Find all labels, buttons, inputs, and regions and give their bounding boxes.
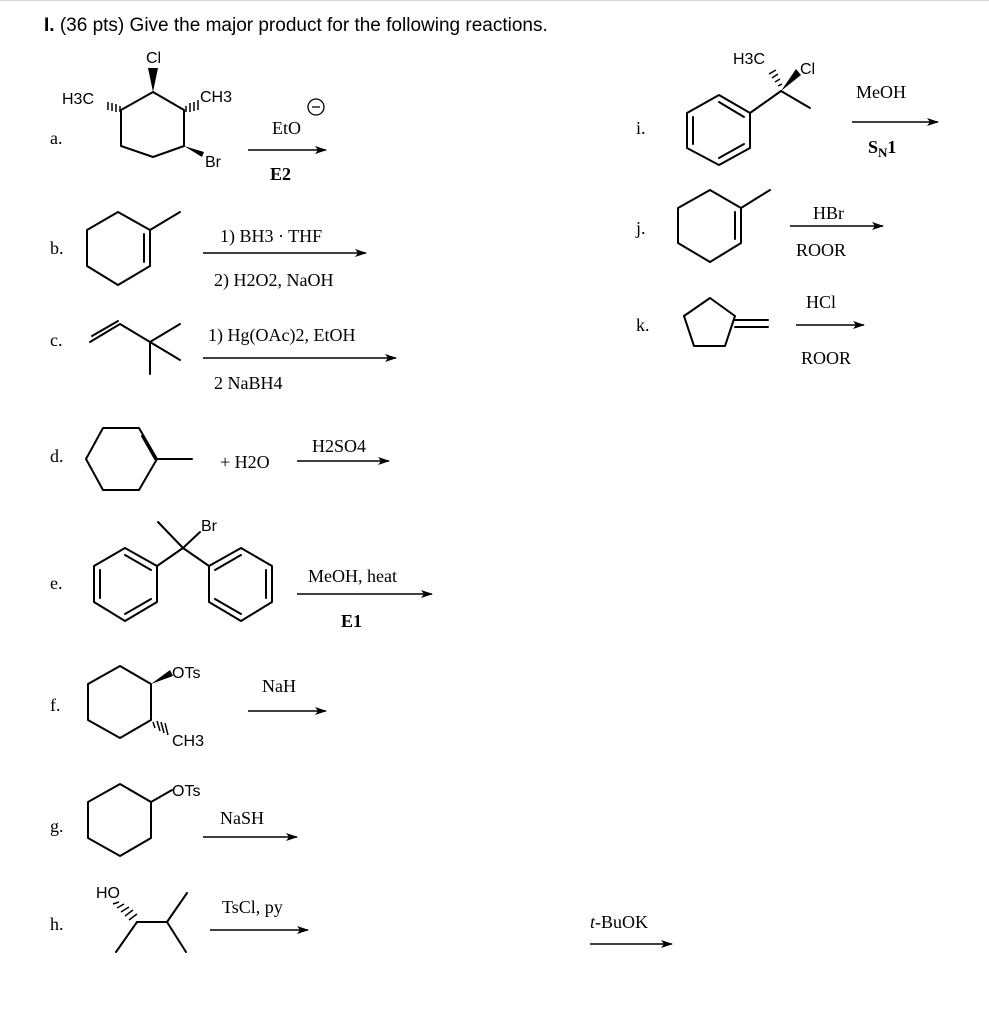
question-text: (36 pts) Give the major product for the … — [59, 15, 548, 36]
tbutyl-bond-1 — [149, 323, 181, 343]
hash-bond-oh-h — [112, 901, 138, 921]
reaction-b: b. 1) BH3 · THF 2) H2O2, NaOH — [50, 211, 367, 291]
plus-water-d: + H2O — [220, 452, 270, 472]
hash-bond-h3c — [107, 102, 121, 112]
sub-h3c-i: H3C — [733, 51, 765, 68]
cyclohexane-ring-f — [87, 665, 152, 739]
cyclohexane-ring-a — [120, 91, 185, 158]
reaction-e: e. Br MeOH, heat E1 — [50, 518, 433, 631]
label-f: f. — [50, 695, 61, 715]
br-bond-e — [182, 531, 201, 549]
methyl-bond-h2 — [166, 892, 188, 923]
benzene-ring-left — [93, 547, 158, 622]
methyl-bond-h1 — [115, 921, 138, 953]
methyl-bond-i — [780, 90, 811, 109]
minus-charge-icon — [307, 98, 325, 116]
reaction-d: d. + H2O H2SO4 — [50, 427, 390, 491]
methyl-bond-e — [157, 521, 184, 549]
sub-ots-f: OTs — [172, 665, 200, 682]
reagent-f-top: NaH — [262, 676, 296, 696]
cyclopentane-ring-k — [683, 297, 736, 347]
wedge-bond-cl — [148, 68, 158, 92]
reaction-j: j. HBr ROOR — [635, 189, 884, 263]
sub-cl-a: Cl — [146, 50, 161, 67]
reaction-c: c. 1) Hg(OAc)2, EtOH 2 NaBH4 — [50, 320, 397, 393]
reaction-f: f. OTs CH3 NaH — [50, 665, 327, 750]
reagent-a-bottom: E2 — [270, 164, 291, 184]
wedge-bond-br — [184, 146, 204, 157]
reagent-i-bottom: SN1 — [868, 137, 896, 160]
sub-h3c-a: H3C — [62, 91, 94, 108]
bond-quat-right — [182, 547, 210, 567]
label-i: i. — [636, 118, 646, 138]
bond-quat-left — [156, 547, 184, 567]
top-rule — [0, 0, 989, 1]
reaction-g: g. OTs NaSH — [50, 783, 298, 857]
reagent-d-top: H2SO4 — [312, 436, 366, 456]
label-j: j. — [635, 218, 646, 238]
reagent-c-bottom: 2 NaBH4 — [214, 373, 283, 393]
reaction-h: h. HO TsCl, py t-BuOK — [50, 885, 673, 953]
hash-bond-ch3-f — [152, 720, 169, 736]
benzene-ring-i — [686, 94, 751, 166]
methyl-bond-h3 — [166, 921, 187, 953]
tbutyl-bond-2 — [149, 341, 181, 361]
reagent-j-top: HBr — [813, 203, 844, 223]
label-e: e. — [50, 573, 63, 593]
cyclohexane-ring-g — [87, 783, 152, 857]
sub-ch3-a: CH3 — [200, 89, 232, 106]
reagent-e-bottom: E1 — [341, 611, 362, 631]
reagent-j-bottom: ROOR — [796, 240, 846, 260]
reaction-k: k. HCl ROOR — [636, 292, 865, 368]
methyl-bond-j — [740, 189, 771, 209]
label-a: a. — [50, 128, 63, 148]
sub-ots-g: OTs — [172, 783, 200, 800]
label-d: d. — [50, 446, 64, 466]
hash-bond-h3c-i — [768, 69, 783, 87]
question-header: I. (36 pts) Give the major product for t… — [44, 15, 548, 37]
reagent-k-bottom: ROOR — [801, 348, 851, 368]
methylcyclohexene-ring-d — [85, 427, 158, 491]
reagent-k-top: HCl — [806, 292, 836, 312]
reagent-a-top: EtO — [272, 118, 301, 138]
sub-ho-h: HO — [96, 885, 120, 902]
reaction-a: a. Cl H3C CH3 Br EtO E2 — [50, 50, 327, 184]
bond-ring-to-quat-i — [749, 90, 782, 114]
sub-ch3-f: CH3 — [172, 733, 204, 750]
hash-bond-ch3 — [185, 100, 199, 112]
reagent-b-bottom: 2) H2O2, NaOH — [214, 270, 333, 291]
reagent-c-top: 1) Hg(OAc)2, EtOH — [208, 325, 355, 346]
reagent-b-top: 1) BH3 · THF — [220, 226, 322, 247]
wedge-bond-cl-i — [781, 69, 801, 91]
reagent-h-second: t-BuOK — [590, 912, 648, 932]
ots-bond-g — [150, 789, 173, 803]
label-c: c. — [50, 330, 63, 350]
sub-cl-i: Cl — [800, 61, 815, 78]
question-number: I. — [44, 15, 55, 36]
reagent-e-top: MeOH, heat — [308, 566, 397, 586]
label-h: h. — [50, 914, 64, 934]
methyl-bond-b — [149, 211, 181, 231]
label-b: b. — [50, 238, 64, 258]
reaction-i: i. H3C Cl MeOH SN1 — [636, 51, 939, 166]
vinyl-bond-c — [89, 323, 151, 343]
reagent-h-top: TsCl, py — [222, 897, 283, 917]
label-k: k. — [636, 315, 650, 335]
methylcyclohexene-ring-b — [86, 211, 151, 286]
reagent-g-top: NaSH — [220, 808, 264, 828]
methylcyclohexene-ring-j — [677, 189, 742, 263]
label-g: g. — [50, 816, 64, 836]
sub-br-e: Br — [201, 518, 218, 535]
sub-br-a: Br — [205, 154, 222, 171]
wedge-bond-ots-f — [151, 670, 173, 684]
benzene-ring-right — [208, 547, 273, 622]
reagent-i-top: MeOH — [856, 82, 906, 102]
